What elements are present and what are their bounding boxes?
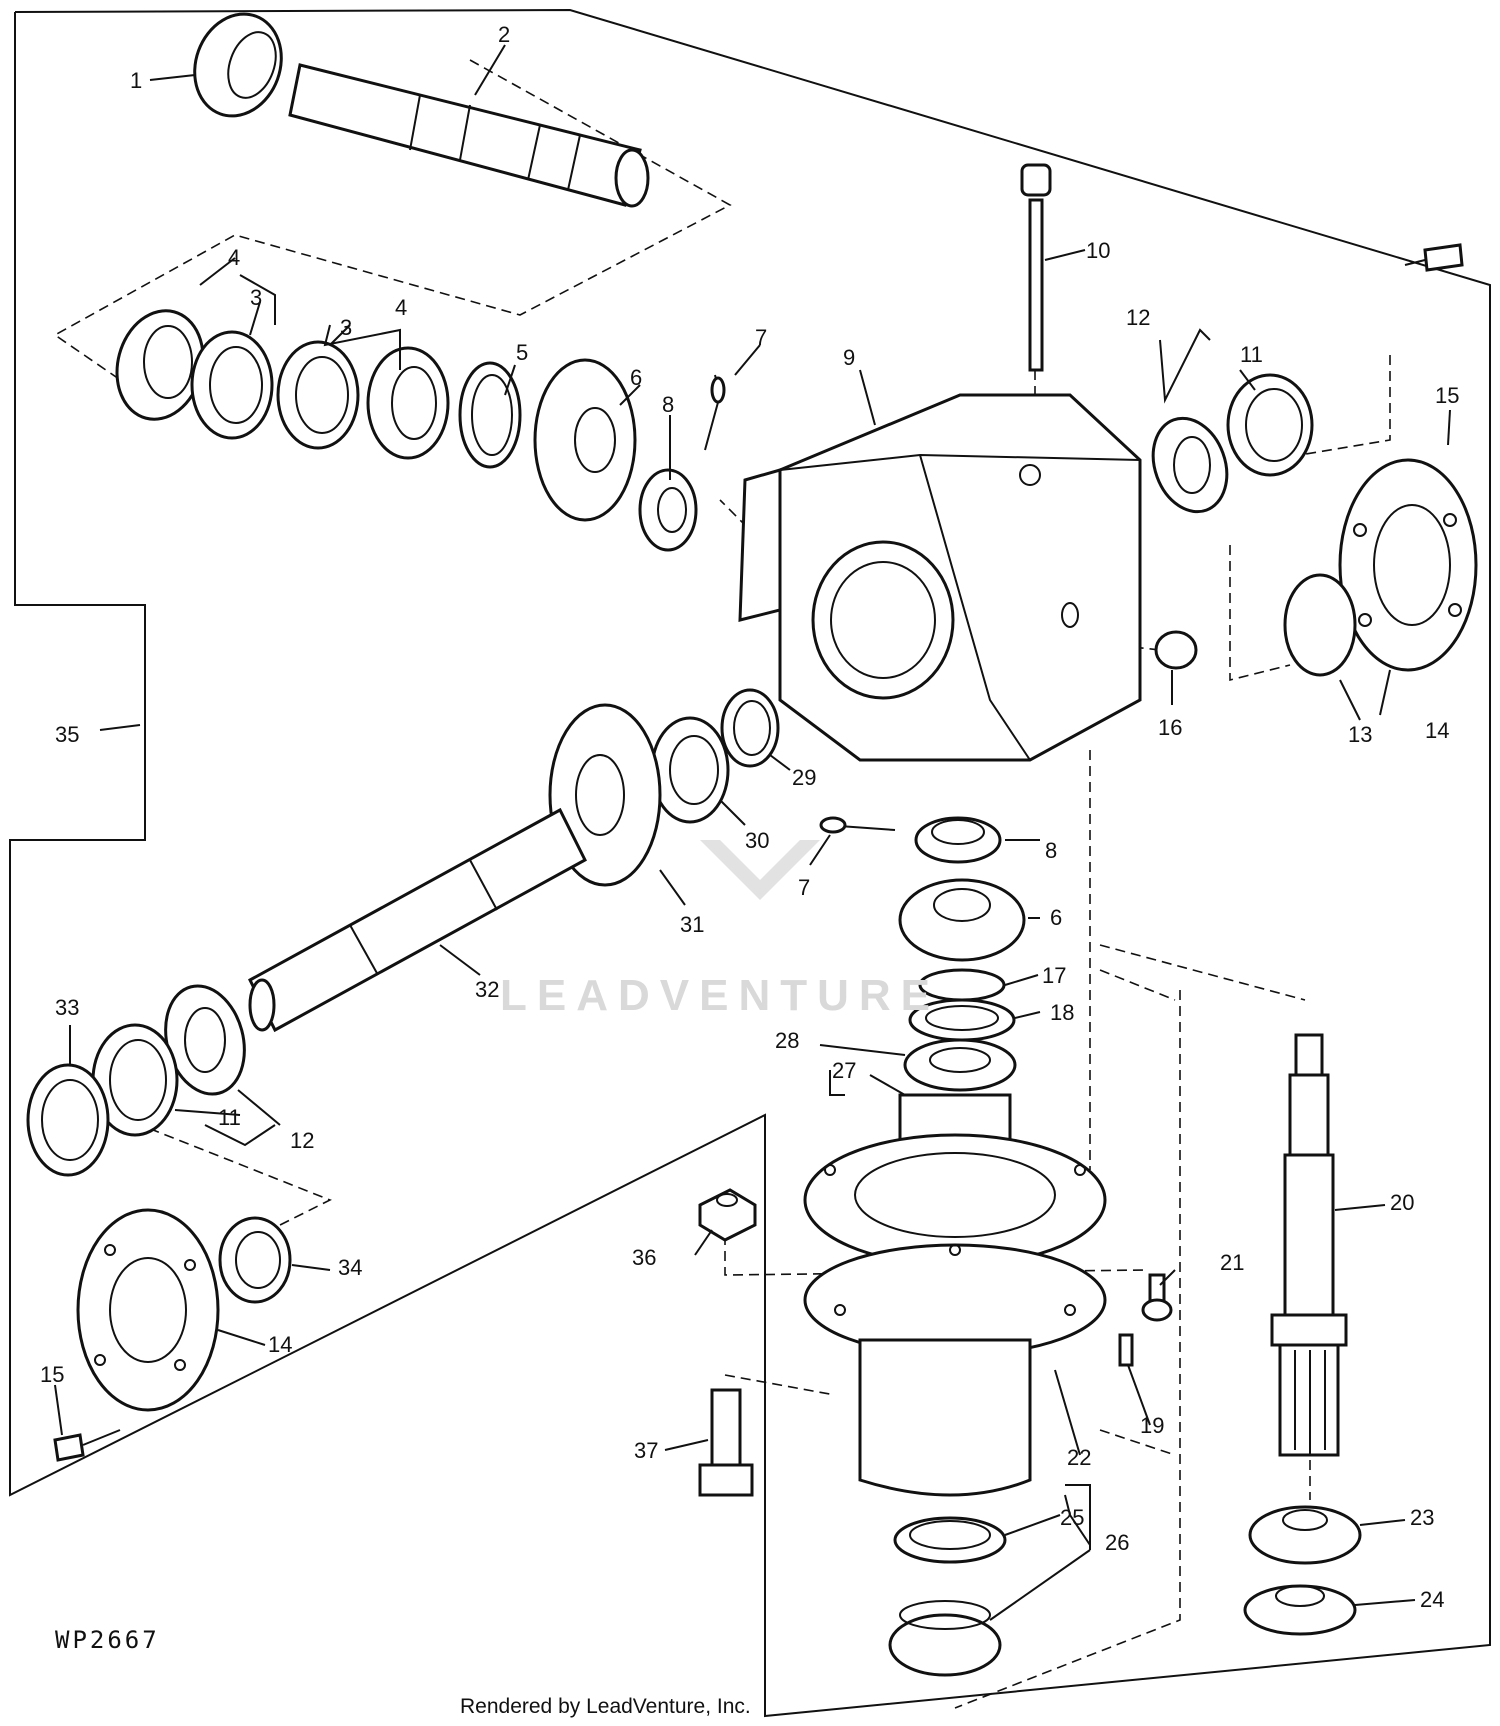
callout-3b: 3 bbox=[340, 315, 352, 340]
callout-26: 26 bbox=[1105, 1530, 1129, 1555]
callout-labels: 1 2 3 3 4 4 5 6 6 7 7 8 8 9 10 11 11 12 … bbox=[40, 22, 1459, 1612]
part-23-bearing-vertical bbox=[1248, 1505, 1362, 1565]
part-22-lower-housing bbox=[803, 1093, 1107, 1497]
part-5-shim bbox=[458, 361, 522, 469]
callout-24: 24 bbox=[1420, 1587, 1444, 1612]
part-13-seal-upper bbox=[1283, 573, 1357, 677]
callout-21: 21 bbox=[1220, 1250, 1244, 1275]
callout-32: 32 bbox=[475, 977, 499, 1002]
callout-37: 37 bbox=[634, 1438, 658, 1463]
callout-35: 35 bbox=[55, 722, 79, 747]
part-7-cotter-pin-lower bbox=[819, 816, 896, 834]
part-34-bearing-small bbox=[218, 1216, 292, 1304]
part-26-bearing-cone-bottom bbox=[888, 1600, 1002, 1677]
part-3-bearing-cup-left bbox=[190, 330, 274, 440]
part-37-bolt bbox=[698, 1388, 754, 1497]
callout-18: 18 bbox=[1050, 1000, 1074, 1025]
part-10-dipstick bbox=[1020, 163, 1052, 372]
diagram-boundary bbox=[9, 8, 1491, 1718]
part-4-bearing-cone-left bbox=[115, 309, 205, 421]
callout-31: 31 bbox=[680, 912, 704, 937]
callout-5: 5 bbox=[516, 340, 528, 365]
callout-11a: 11 bbox=[1240, 342, 1263, 367]
part-27-bearing-cone-center bbox=[903, 1038, 1017, 1092]
callout-12b: 12 bbox=[290, 1128, 314, 1153]
part-31-bevel-gear-lower bbox=[548, 703, 662, 887]
part-6-bevel-gear-upper bbox=[533, 358, 637, 522]
callout-7b: 7 bbox=[798, 875, 810, 900]
part-19-pin bbox=[1118, 1333, 1134, 1367]
callout-15b: 15 bbox=[40, 1362, 64, 1387]
callout-4b: 4 bbox=[395, 295, 407, 320]
render-credit: Rendered by LeadVenture, Inc. bbox=[460, 1695, 751, 1718]
part-14-flange-lower bbox=[76, 1208, 220, 1412]
callout-9: 9 bbox=[843, 345, 855, 370]
part-4-bearing-cone-right bbox=[366, 346, 450, 460]
part-30-bearing-lower bbox=[650, 716, 730, 824]
part-11-bearing-cup-upper bbox=[1226, 373, 1314, 477]
callout-14a: 14 bbox=[1425, 718, 1449, 743]
callout-20: 20 bbox=[1390, 1190, 1414, 1215]
part-14-flange-upper bbox=[1338, 458, 1478, 672]
callout-8b: 8 bbox=[1045, 838, 1057, 863]
part-9-gearbox-housing bbox=[738, 393, 1142, 762]
part-29-shim-lower bbox=[720, 688, 780, 768]
callout-11b: 11 bbox=[218, 1105, 241, 1130]
callout-1: 1 bbox=[130, 68, 142, 93]
leader-lines bbox=[54, 44, 1451, 1621]
callout-34: 34 bbox=[338, 1255, 362, 1280]
part-6-bevel-gear-lower bbox=[898, 878, 1026, 962]
part-32-output-shaft bbox=[248, 807, 587, 1033]
part-8-castle-nut-lower bbox=[914, 816, 1002, 864]
callout-14b: 14 bbox=[268, 1332, 292, 1357]
callout-30: 30 bbox=[745, 828, 769, 853]
callout-16: 16 bbox=[1158, 715, 1182, 740]
callout-6a: 6 bbox=[630, 365, 642, 390]
callout-33: 33 bbox=[55, 995, 79, 1020]
callout-36: 36 bbox=[632, 1245, 656, 1270]
part-21-bolt bbox=[1141, 1273, 1173, 1322]
part-8-castle-nut-upper bbox=[638, 468, 698, 552]
callout-29: 29 bbox=[792, 765, 816, 790]
callout-23: 23 bbox=[1410, 1505, 1434, 1530]
callout-19: 19 bbox=[1140, 1413, 1164, 1438]
watermark-text: LEADVENTURE bbox=[500, 971, 940, 1020]
part-36-nut bbox=[698, 1188, 757, 1242]
callout-4a: 4 bbox=[228, 245, 240, 270]
part-7-cotter-pin-upper bbox=[704, 374, 726, 451]
part-15-bolt-upper bbox=[1404, 243, 1464, 272]
part-15-bolt-lower bbox=[53, 1429, 121, 1462]
callout-10: 10 bbox=[1086, 238, 1110, 263]
part-20-vertical-shaft bbox=[1270, 1033, 1348, 1457]
callout-6b: 6 bbox=[1050, 905, 1062, 930]
part-16-plug bbox=[1154, 630, 1198, 670]
callout-28: 28 bbox=[775, 1028, 799, 1053]
part-25-bearing-cup-bottom bbox=[893, 1516, 1007, 1564]
part-1-seal bbox=[193, 12, 283, 118]
callout-22: 22 bbox=[1067, 1445, 1091, 1470]
figure-code: WP2667 bbox=[55, 1626, 160, 1654]
callout-15a: 15 bbox=[1435, 383, 1459, 408]
callout-17: 17 bbox=[1042, 963, 1066, 988]
callout-8a: 8 bbox=[662, 392, 674, 417]
part-11-bearing-cup-lower bbox=[91, 1023, 179, 1137]
part-24-seal-vertical bbox=[1243, 1584, 1357, 1636]
callout-3a: 3 bbox=[250, 285, 262, 310]
watermark: LEADVENTURE bbox=[500, 840, 940, 1020]
part-2-input-shaft bbox=[288, 63, 650, 208]
callout-25: 25 bbox=[1060, 1505, 1084, 1530]
part-33-seal-lower bbox=[26, 1063, 110, 1177]
part-3-bearing-cup-right bbox=[276, 340, 360, 450]
callout-7a: 7 bbox=[755, 325, 767, 350]
callout-12a: 12 bbox=[1126, 305, 1150, 330]
callout-2: 2 bbox=[498, 22, 510, 47]
callout-27: 27 bbox=[832, 1058, 856, 1083]
callout-13: 13 bbox=[1348, 722, 1372, 747]
part-12-bearing-cone-upper bbox=[1151, 416, 1229, 514]
